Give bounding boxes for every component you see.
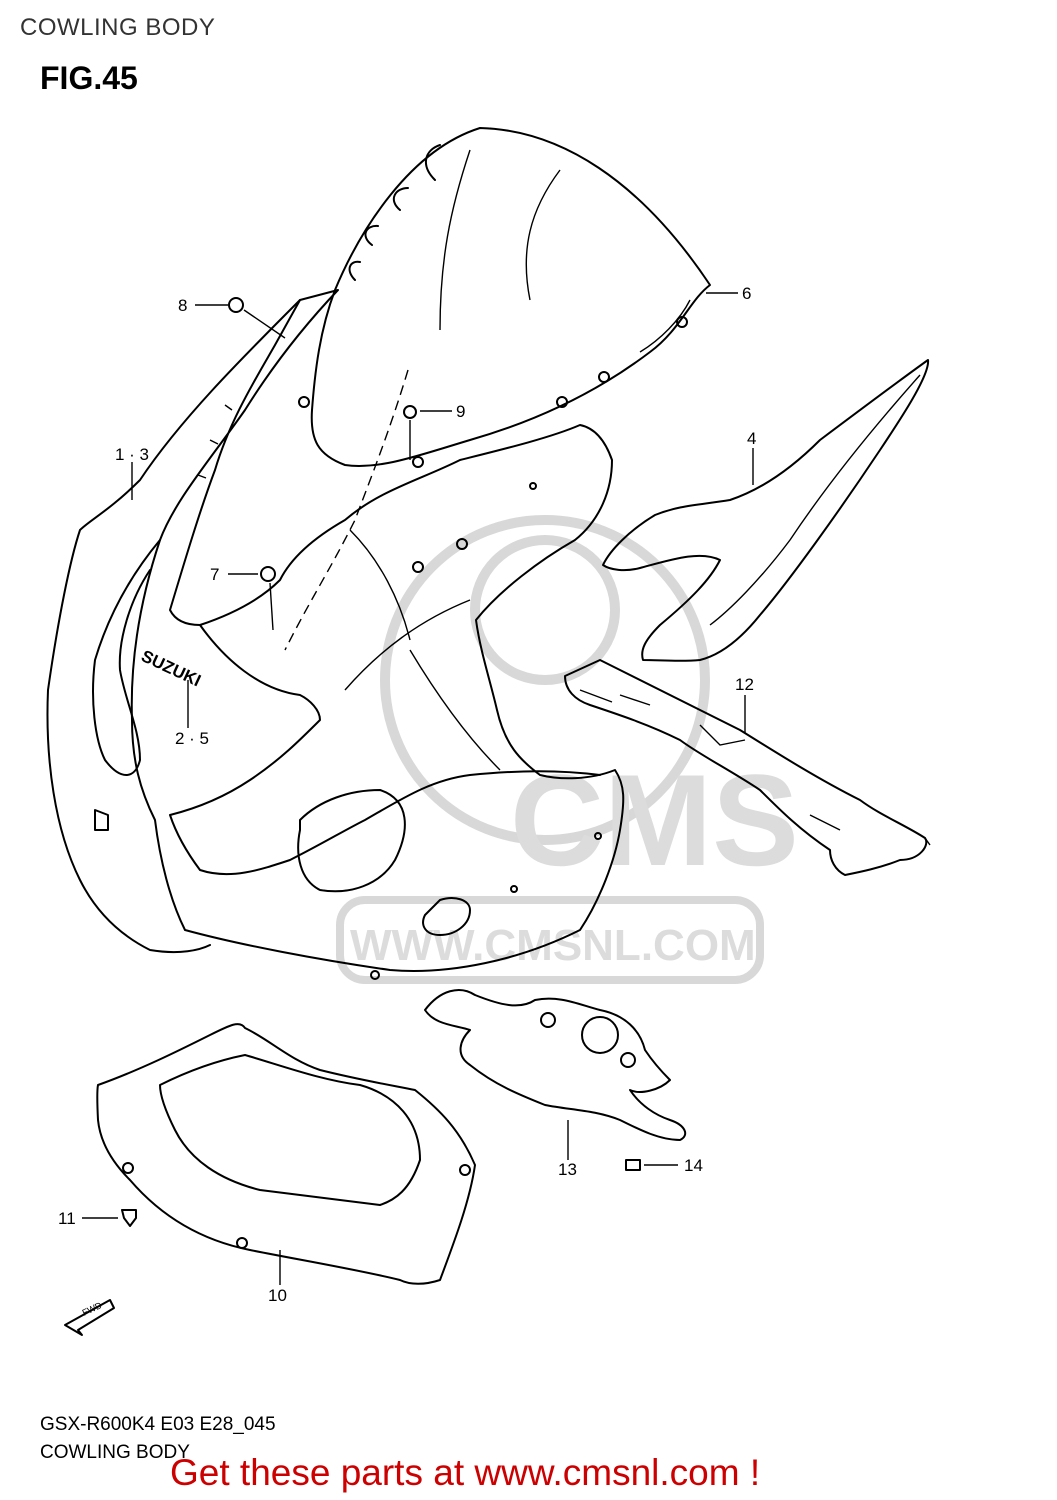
callout-1-3: 1 · 3 [115, 445, 149, 464]
leader-lines [82, 292, 754, 1285]
fwd-label: FWD [81, 1300, 104, 1318]
upper-cowl-part: SUZUKI [46, 289, 625, 980]
callout-13: 13 [558, 1160, 577, 1179]
bolt-9 [403, 405, 417, 419]
callout-8: 8 [178, 296, 187, 315]
screw-8 [228, 297, 244, 313]
clip-11 [121, 1209, 137, 1227]
watermark-brand: CMS [510, 747, 799, 893]
watermark: CMS WWW.CMSNL.COM [336, 515, 799, 984]
page-title: COWLING BODY [20, 14, 216, 41]
callout-4: 4 [747, 429, 756, 448]
callout-10: 10 [268, 1286, 287, 1305]
callout-11: 11 [58, 1209, 76, 1228]
callout-6: 6 [742, 284, 751, 303]
footer-title: COWLING BODY [40, 1442, 190, 1463]
figure-label: FIG.45 [40, 60, 138, 96]
callout-12: 12 [735, 675, 754, 694]
screw-14 [625, 1159, 641, 1171]
suzuki-logo: SUZUKI [138, 646, 203, 690]
callout-7: 7 [210, 565, 219, 584]
inner-cover-part [96, 1023, 476, 1285]
promo-link[interactable]: Get these parts at www.cmsnl.com ! [170, 1452, 761, 1493]
callout-2-5: 2 · 5 [175, 729, 209, 748]
decal-part [602, 359, 930, 662]
model-code: GSX-R600K4 E03 E28_045 [40, 1414, 276, 1435]
screw-7 [260, 566, 276, 582]
windscreen-part [298, 127, 711, 468]
callout-9: 9 [456, 402, 465, 421]
callout-14: 14 [684, 1156, 703, 1175]
fasteners [121, 297, 641, 1227]
fwd-arrow: FWD [64, 1299, 115, 1336]
bracket-part [424, 989, 687, 1141]
callouts: 1 · 3 2 · 5 4 6 7 8 9 10 11 12 13 14 [58, 284, 756, 1305]
watermark-url: WWW.CMSNL.COM [350, 921, 756, 970]
inner-panel-part [564, 659, 931, 876]
